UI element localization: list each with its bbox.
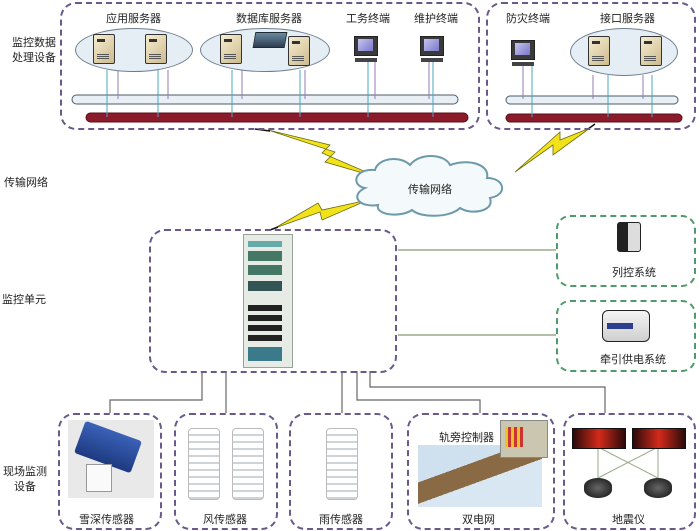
train-control-server-icon — [617, 222, 641, 252]
work-terminal-label: 工务终端 — [346, 12, 390, 25]
work-terminal-icon — [354, 36, 378, 56]
double-grid-group — [407, 413, 555, 530]
rain-sensor-group — [289, 413, 393, 530]
seismometer-group — [563, 413, 696, 530]
interface-server-icon — [640, 36, 662, 66]
wind-sensor-label: 风传感器 — [203, 513, 247, 526]
cloud-label: 传输网络 — [408, 183, 452, 196]
maintenance-terminal-label: 维护终端 — [414, 12, 458, 25]
lightning-bolt-right — [514, 127, 591, 173]
snow-depth-sensor-image — [68, 420, 154, 498]
train-control-label: 列控系统 — [612, 266, 656, 279]
seismometer-recorder-icon — [632, 428, 686, 449]
processing-group-disaster — [486, 2, 696, 130]
disaster-terminal-label: 防灾终端 — [506, 12, 550, 25]
layer-label-field: 现场监测 设备 — [3, 465, 47, 493]
wind-sensor-icon — [188, 428, 220, 500]
wayside-controller-icon — [500, 420, 548, 458]
app-server-icon — [145, 34, 167, 64]
double-grid-label: 双电网 — [462, 513, 495, 526]
wayside-controller-label: 轨旁控制器 — [439, 431, 494, 444]
layer-label-processing: 监控数据 处理设备 — [12, 36, 56, 64]
maintenance-terminal-keyboard — [421, 58, 443, 62]
interface-server-icon — [588, 36, 610, 66]
traction-power-label: 牵引供电系统 — [600, 353, 666, 366]
app-server-label: 应用服务器 — [106, 12, 161, 25]
disaster-terminal-keyboard — [512, 62, 534, 66]
bus-light-right — [505, 95, 679, 105]
db-server-icon — [288, 36, 310, 66]
traction-power-system-group — [556, 300, 696, 372]
processing-group-main — [60, 2, 480, 130]
snow-depth-sensor-label: 雪深传感器 — [79, 513, 134, 526]
app-server-icon — [93, 34, 115, 64]
db-server-label: 数据库服务器 — [236, 12, 302, 25]
wind-sensor-group — [174, 413, 278, 530]
disaster-terminal-icon — [511, 40, 535, 60]
layer-label-network: 传输网络 — [4, 176, 48, 189]
layer-label-monitoring-unit: 监控单元 — [2, 293, 46, 306]
seismometer-label: 地震仪 — [612, 513, 645, 526]
train-control-system-group — [556, 215, 696, 287]
seismometer-sensor-icon — [584, 478, 612, 498]
db-server-icon — [220, 34, 242, 64]
cloud-icon — [355, 155, 503, 217]
monitoring-unit-group — [149, 229, 397, 373]
wind-sensor-icon — [232, 428, 264, 500]
snow-depth-sensor-group — [58, 413, 162, 530]
lightning-bolt-lower — [274, 199, 369, 229]
rain-sensor-icon — [326, 428, 358, 500]
rain-sensor-label: 雨传感器 — [319, 513, 363, 526]
monitoring-cabinet-icon — [243, 234, 293, 368]
work-terminal-keyboard — [355, 58, 377, 62]
traction-power-device-icon — [602, 310, 650, 342]
seismometer-sensor-icon — [644, 478, 672, 498]
seismometer-recorder-icon — [572, 428, 626, 449]
maintenance-terminal-icon — [420, 36, 444, 56]
interface-server-label: 接口服务器 — [600, 12, 655, 25]
storage-array-icon — [252, 32, 288, 48]
